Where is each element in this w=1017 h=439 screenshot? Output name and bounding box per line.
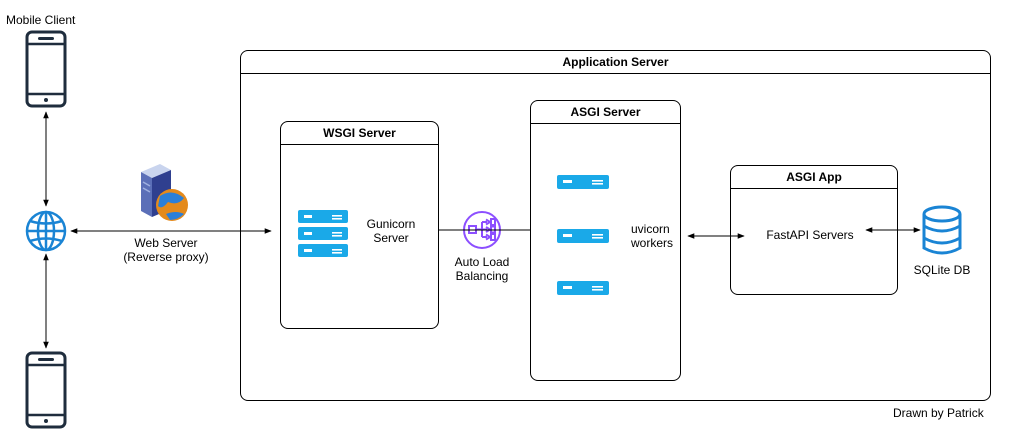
- globe-icon: [25, 210, 67, 252]
- uvicorn-label-line2: workers: [631, 236, 674, 250]
- database-label: SQLite DB: [913, 263, 971, 277]
- gunicorn-label-line1: Gunicorn: [366, 217, 416, 231]
- server-icon: [557, 175, 609, 189]
- uvicorn-label: uvicorn workers: [631, 222, 687, 250]
- load-balancer-label-line2: Balancing: [455, 269, 509, 283]
- database-icon: [922, 205, 962, 255]
- asgi-server-title: ASGI Server: [531, 101, 680, 124]
- gunicorn-label-line2: Server: [373, 231, 409, 245]
- wsgi-server-title: WSGI Server: [281, 122, 438, 145]
- credit-label: Drawn by Patrick: [893, 406, 984, 420]
- uvicorn-label-line1: uvicorn: [631, 222, 670, 236]
- wsgi-server-box: WSGI Server: [280, 121, 439, 329]
- mobile-phone-icon: [25, 30, 67, 108]
- asgi-server-box: ASGI Server: [530, 100, 681, 381]
- mobile-client-label: Mobile Client: [6, 13, 76, 27]
- load-balancer-label-line1: Auto Load: [454, 255, 510, 269]
- web-server-icon: [141, 164, 188, 221]
- server-icon: [557, 229, 609, 243]
- fastapi-label: FastAPI Servers: [766, 228, 854, 242]
- web-server-label-line1: Web Server: [134, 236, 198, 250]
- web-server-label-line2: (Reverse proxy): [123, 250, 209, 264]
- server-icon: [557, 281, 609, 295]
- server-stack-icon: [298, 210, 348, 257]
- gunicorn-label: Gunicorn Server: [356, 217, 426, 245]
- asgi-app-title: ASGI App: [731, 166, 897, 189]
- load-balancer-label: Auto Load Balancing: [444, 255, 520, 283]
- web-server-label: Web Server (Reverse proxy): [106, 236, 226, 264]
- mobile-phone-icon: [25, 351, 67, 429]
- application-server-title: Application Server: [241, 51, 990, 74]
